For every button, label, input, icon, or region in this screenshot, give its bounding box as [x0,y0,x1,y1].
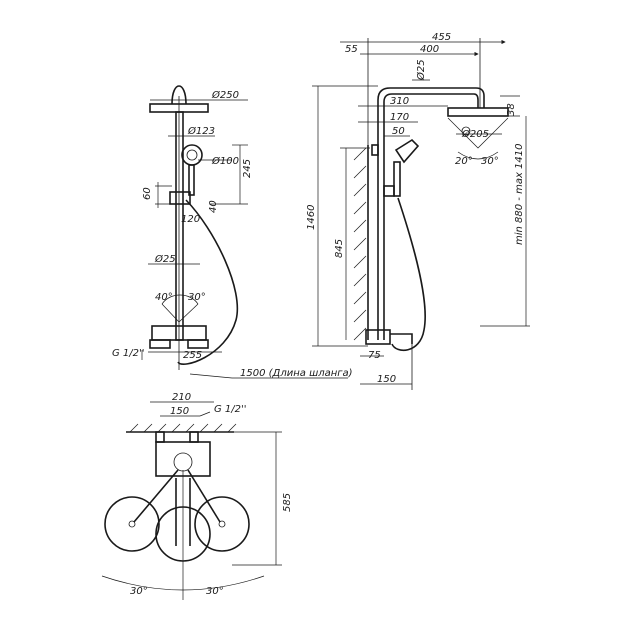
hand-shower-head [181,144,203,166]
front-dim-d250: Ø250 [211,89,239,101]
top-angle-right: 30° [206,586,224,597]
side-dim-150: 150 [377,374,396,385]
mixer-side [365,329,391,345]
top-dim-210: 210 [172,392,191,403]
mixer-front [151,325,207,341]
side-dim-range: min 880 - max 1410 [514,143,525,245]
side-angle-20: 20° [455,156,473,167]
side-dim-400: 400 [420,44,439,55]
front-dim-60: 60 [142,187,153,200]
side-dim-38: 38 [506,103,517,116]
head-position-right [194,496,250,552]
front-dim-255: 255 [183,350,202,361]
front-dim-40: 40 [208,200,219,213]
side-dim-55: 55 [345,44,358,55]
front-dim-d123: Ø123 [187,125,215,137]
front-dim-d100: Ø100 [211,155,239,167]
front-dim-245: 245 [242,159,253,178]
top-dim-585: 585 [282,493,293,512]
side-dim-75: 75 [368,350,381,361]
front-angle-30: 30° [188,292,206,303]
top-dim-150: 150 [170,406,189,417]
front-thread: G 1/2'' [112,348,145,359]
side-angle-30: 30° [481,156,499,167]
hose [177,199,239,365]
front-hose-label: 1500 (Длина шланга) [240,368,353,379]
side-dim-1460: 1460 [306,205,317,230]
front-view: Ø250 Ø123 Ø100 245 60 40 120 Ø25 40° 30° [112,85,353,379]
side-dim-d25: Ø25 [415,59,427,81]
top-thread: G 1/2'' [214,404,247,415]
side-dim-310: 310 [390,96,409,107]
side-dim-d205: Ø205 [461,128,489,140]
top-view: 210 150 G 1/2'' 585 30° 30° [101,392,293,600]
front-dim-d25: Ø25 [154,253,176,265]
rain-head-side [447,107,509,117]
front-angle-40: 40° [155,292,173,303]
side-dim-455: 455 [432,32,451,43]
riser-side [377,87,485,340]
side-view: Ø205 20° 30° 455 400 55 Ø25 310 170 50 3… [306,32,530,390]
side-dim-845: 845 [334,239,345,258]
side-dim-50: 50 [392,126,405,137]
head-position-left [104,496,160,552]
front-dim-120: 120 [181,214,200,225]
side-dim-170: 170 [390,112,409,123]
top-angle-left: 30° [130,586,148,597]
